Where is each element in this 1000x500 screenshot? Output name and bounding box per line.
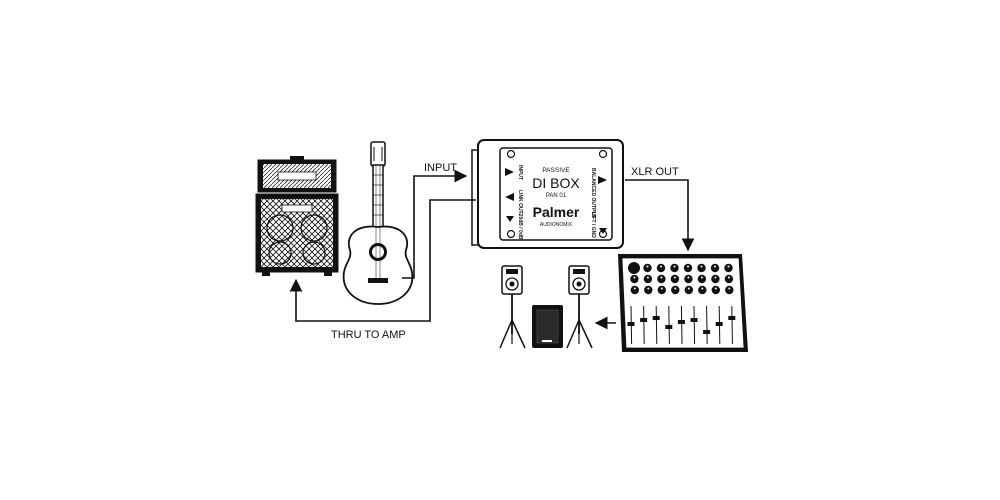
sub-brand-label: AUDIONOMIX (540, 222, 573, 228)
knob-indicator (646, 265, 649, 268)
channel-knob (724, 263, 733, 273)
fader-track (706, 305, 708, 345)
fader-track (731, 305, 733, 345)
knob-indicator (660, 265, 662, 268)
channel-knob (711, 285, 720, 295)
di-input-jack-label: INPUT (517, 165, 523, 180)
knob-indicator (660, 276, 663, 279)
input-label: INPUT (424, 162, 457, 174)
thru-to-amp-label: THRU TO AMP (331, 329, 406, 341)
input-cable-arrow (402, 169, 468, 279)
channel-knob (684, 285, 693, 295)
channel-knob (697, 263, 706, 273)
console-knob-grid (628, 262, 734, 295)
knob-indicator (687, 276, 690, 279)
knob-indicator (660, 287, 663, 290)
knob-indicator (633, 276, 636, 279)
channel-knob (698, 285, 707, 295)
fader-cap (715, 322, 723, 326)
di-pad-switch-label: -20dB / 0dB (517, 212, 523, 240)
knob-indicator (646, 276, 649, 279)
channel-knob (684, 274, 693, 284)
knob-indicator (701, 287, 704, 290)
fader-cap (640, 318, 648, 322)
guitar-amp-stack (255, 156, 339, 276)
xlr-out-cable-arrow (625, 179, 695, 252)
knob-indicator (700, 265, 703, 268)
di-box: INPUT LINK OUT -20dB / 0dB BALANCED OUTP… (471, 139, 624, 249)
thru-to-amp-cable-arrow (289, 199, 476, 322)
fader-track (655, 305, 658, 345)
console-fader-bank (627, 305, 736, 345)
knob-indicator (728, 287, 731, 290)
channel-knob (630, 285, 639, 295)
mixing-console (618, 254, 748, 352)
fader-cap (690, 318, 698, 322)
fader-cap (627, 322, 635, 326)
acoustic-guitar (342, 141, 414, 305)
knob-indicator (673, 265, 676, 268)
di-balanced-output-label: BALANCED OUTPUT (590, 168, 596, 218)
channel-knob (643, 263, 652, 273)
signal-lines (289, 169, 695, 330)
channel-knob (724, 274, 734, 284)
channel-knob (630, 274, 639, 284)
knob-indicator (674, 287, 677, 290)
channel-knob (671, 285, 680, 295)
knob-indicator (687, 265, 689, 268)
knob-indicator (673, 276, 676, 279)
channel-knob (697, 274, 707, 284)
knob-indicator (700, 276, 703, 279)
knob-indicator (714, 276, 717, 279)
channel-knob (656, 263, 666, 273)
fader-cap (728, 316, 736, 320)
knob-indicator (647, 287, 650, 290)
fader-track (680, 305, 683, 345)
xlr-out-label: XLR OUT (631, 166, 679, 178)
channel-knob (643, 274, 653, 284)
pa-speaker-left (499, 265, 526, 349)
pa-speaker-right (566, 265, 593, 349)
channel-knob (711, 274, 720, 284)
di-ground-lift-label: LIFT / GND (590, 212, 596, 238)
fader-track (693, 305, 696, 345)
fader-cap (703, 330, 711, 334)
di-name-label: DI BOX (532, 175, 580, 191)
channel-knob (725, 285, 734, 295)
master-knob (628, 262, 640, 274)
knob-indicator (714, 265, 716, 268)
di-type-label: PASSIVE (542, 167, 570, 174)
fader-cap (677, 320, 685, 324)
channel-knob (644, 285, 653, 295)
knob-indicator (714, 287, 717, 290)
fader-cap (652, 316, 660, 320)
brand-logo: Palmer (533, 204, 580, 220)
fader-cap (665, 325, 673, 329)
knob-indicator (687, 287, 690, 290)
di-link-out-jack-label: LINK OUT (517, 190, 523, 214)
di-model-label: PAN 01 (546, 193, 567, 199)
channel-knob (670, 274, 680, 284)
knob-indicator (727, 265, 730, 268)
channel-knob (670, 263, 679, 273)
knob-indicator (633, 287, 636, 290)
channel-knob (657, 274, 666, 284)
channel-knob (683, 263, 693, 273)
subwoofer (532, 305, 563, 348)
channel-knob (657, 285, 666, 295)
knob-indicator (727, 276, 730, 279)
fader-track (643, 305, 645, 345)
channel-knob (710, 263, 720, 273)
